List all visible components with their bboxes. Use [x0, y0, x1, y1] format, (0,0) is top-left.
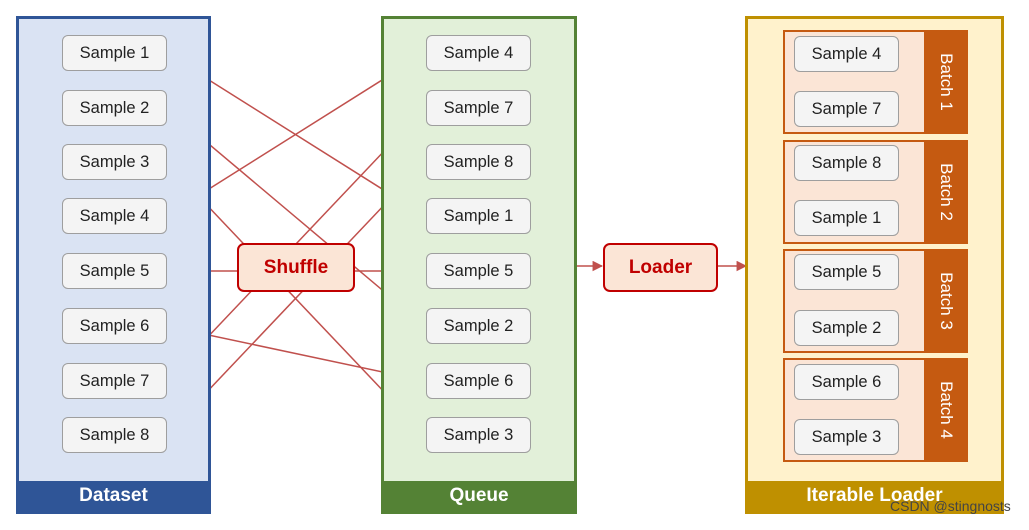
batch-4-sample-2: Sample 3: [794, 419, 899, 455]
queue-sample-6: Sample 2: [426, 308, 531, 344]
batch-1-label: Batch 1: [937, 53, 956, 111]
dataset-sample-6: Sample 6: [62, 308, 167, 344]
dataset-sample-5: Sample 5: [62, 253, 167, 289]
batch-1-tab: Batch 1: [924, 30, 968, 134]
batch-3-sample-2: Sample 2: [794, 310, 899, 346]
queue-sample-1: Sample 4: [426, 35, 531, 71]
queue-sample-3: Sample 8: [426, 144, 531, 180]
dataset-sample-2: Sample 2: [62, 90, 167, 126]
batch-2-tab: Batch 2: [924, 140, 968, 244]
dataset-sample-7: Sample 7: [62, 363, 167, 399]
dataset-sample-1: Sample 1: [62, 35, 167, 71]
iterable-loader-label: Iterable Loader: [748, 481, 1001, 511]
queue-sample-5: Sample 5: [426, 253, 531, 289]
queue-label: Queue: [384, 481, 574, 511]
batch-2-sample-2: Sample 1: [794, 200, 899, 236]
queue-sample-2: Sample 7: [426, 90, 531, 126]
dataset-sample-4: Sample 4: [62, 198, 167, 234]
dataset-sample-8: Sample 8: [62, 417, 167, 453]
batch-3-sample-1: Sample 5: [794, 254, 899, 290]
batch-1-sample-1: Sample 4: [794, 36, 899, 72]
queue-sample-7: Sample 6: [426, 363, 531, 399]
batch-4-tab: Batch 4: [924, 358, 968, 462]
watermark: CSDN @stingnosts: [890, 498, 1011, 514]
queue-sample-8: Sample 3: [426, 417, 531, 453]
loader-process: Loader: [603, 243, 718, 292]
batch-3-tab: Batch 3: [924, 249, 968, 353]
batch-2-sample-1: Sample 8: [794, 145, 899, 181]
queue-sample-4: Sample 1: [426, 198, 531, 234]
shuffle-process: Shuffle: [237, 243, 355, 292]
batch-2-label: Batch 2: [937, 163, 956, 221]
dataset-label: Dataset: [19, 481, 208, 511]
batch-4-label: Batch 4: [937, 381, 956, 439]
dataset-sample-3: Sample 3: [62, 144, 167, 180]
batch-3-label: Batch 3: [937, 272, 956, 330]
batch-1-sample-2: Sample 7: [794, 91, 899, 127]
batch-4-sample-1: Sample 6: [794, 364, 899, 400]
